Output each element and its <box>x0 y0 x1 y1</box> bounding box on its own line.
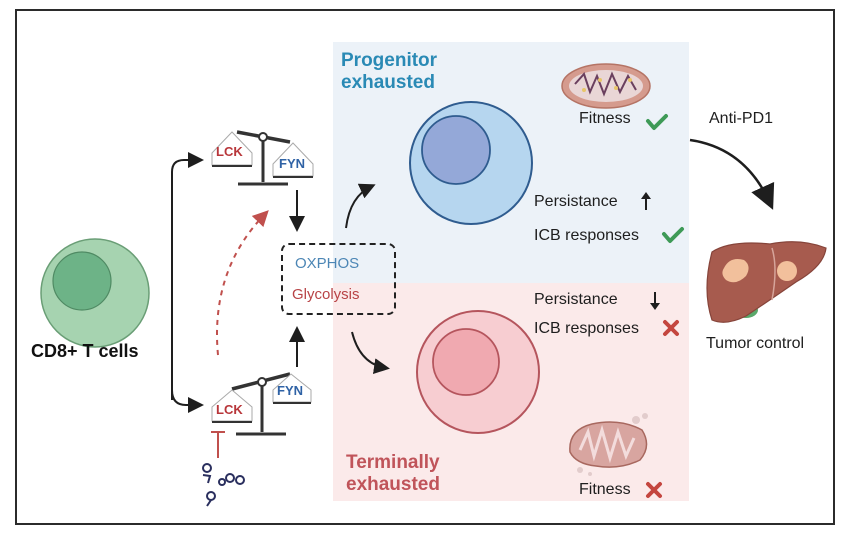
terminal-title-line2: exhausted <box>346 474 440 495</box>
anti-pd1-label: Anti-PD1 <box>709 110 774 127</box>
balance-scale-top-icon <box>211 130 314 186</box>
icb-check-icon <box>662 227 684 243</box>
progenitor-title-line2: exhausted <box>341 72 435 93</box>
progenitor-fitness-label: Fitness <box>579 110 631 127</box>
terminal-fitness-label: Fitness <box>579 481 631 498</box>
branch-arrow-top <box>171 152 204 400</box>
persistance-down-arrow-icon <box>650 292 660 310</box>
dashed-shift-arrow <box>216 210 269 356</box>
scale-top-fyn-label: FYN <box>279 156 305 171</box>
liver-with-tumor-icon <box>706 241 827 323</box>
glycolysis-label: Glycolysis <box>292 286 360 303</box>
healthy-mitochondrion-icon <box>561 63 651 109</box>
fitness-cross-icon <box>646 482 662 498</box>
fitness-check-icon <box>646 114 668 130</box>
terminal-cell-icon <box>416 310 540 434</box>
scale-bottom-lck-label: LCK <box>216 402 243 417</box>
terminal-title-line1: Terminally <box>346 452 440 473</box>
arrow-to-terminal <box>351 331 390 375</box>
icb-cross-icon <box>663 320 679 336</box>
cd8-t-cells-label: CD8+ T cells <box>31 341 139 361</box>
arrow-to-progenitor <box>345 183 376 229</box>
small-molecule-inhibitor-icon <box>202 463 245 507</box>
terminal-persistance-label: Persistance <box>534 291 618 308</box>
damaged-mitochondrion-icon <box>569 413 648 476</box>
anti-pd1-arrow <box>689 138 775 210</box>
branch-arrow-bottom <box>171 389 204 413</box>
balance-scale-bottom-icon <box>211 372 312 436</box>
scale-bottom-fyn-label: FYN <box>277 383 303 398</box>
terminal-icb-label: ICB responses <box>534 320 639 337</box>
oxphos-label: OXPHOS <box>295 255 360 272</box>
inhibitor-icon <box>211 431 225 458</box>
scale-top-lck-label: LCK <box>216 144 243 159</box>
tumor-control-label: Tumor control <box>706 335 805 352</box>
progenitor-title-line1: Progenitor <box>341 50 438 71</box>
progenitor-icb-label: ICB responses <box>534 227 639 244</box>
progenitor-cell-icon <box>409 101 533 225</box>
metabolism-box <box>281 243 396 315</box>
progenitor-persistance-label: Persistance <box>534 193 618 210</box>
cd8-t-cell-icon <box>40 238 150 348</box>
persistance-up-arrow-icon <box>641 192 651 210</box>
